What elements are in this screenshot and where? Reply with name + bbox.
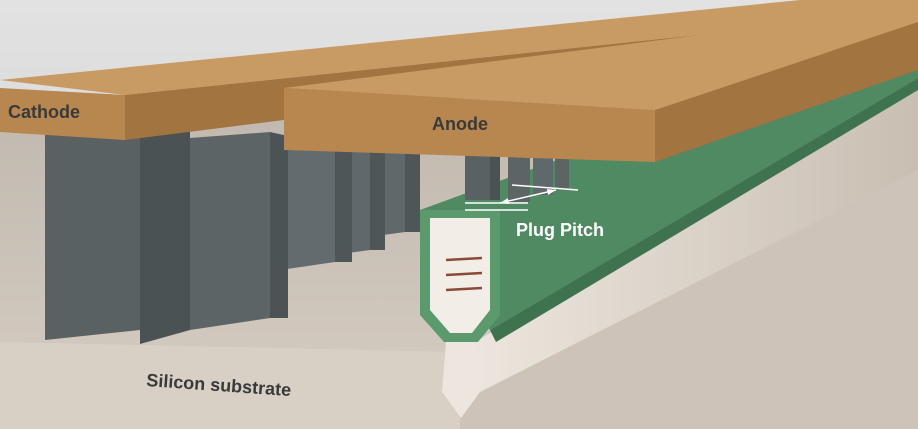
substrate-right-face — [460, 170, 918, 429]
plug-mark — [445, 256, 483, 262]
plug-core — [430, 218, 490, 333]
anode-label: Anode — [432, 114, 488, 134]
plug-mark — [445, 286, 483, 292]
cathode-pillars — [45, 115, 420, 344]
liner-edge — [490, 78, 918, 342]
anode-pillars — [465, 150, 569, 202]
plug-pitch-dimension — [465, 184, 579, 211]
plug-tip — [442, 342, 480, 418]
plug-mark — [445, 271, 483, 277]
trench-wall — [470, 80, 918, 392]
substrate-front-face — [0, 342, 460, 429]
cathode-label: Cathode — [8, 102, 80, 122]
anode-electrode — [284, 12, 918, 162]
plug-pitch-label: Plug Pitch — [516, 220, 604, 240]
